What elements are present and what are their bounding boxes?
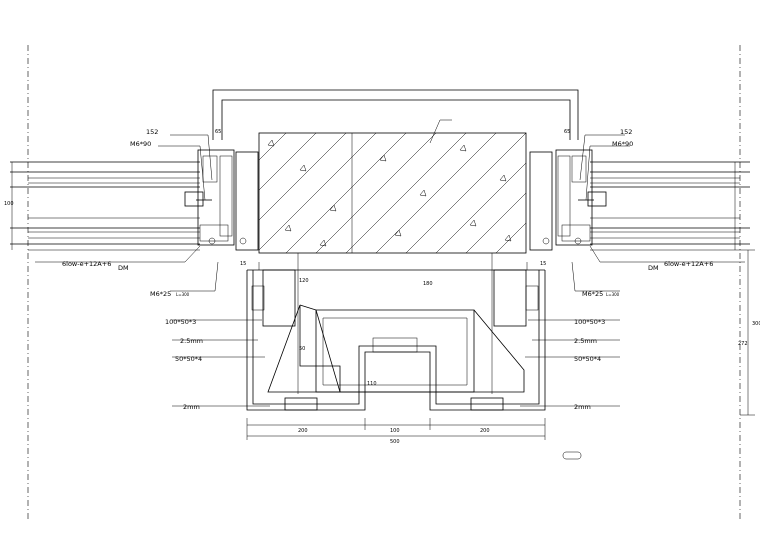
concrete-column (258, 119, 527, 254)
dim-300-right: 300 (752, 321, 760, 327)
dim-500-total: 500 (390, 439, 400, 445)
drawing-tag-bubble (562, 451, 582, 460)
label-dm-right: DM (648, 264, 659, 272)
dim-200-left: 200 (298, 428, 308, 434)
label-152-right: 152 (620, 128, 632, 136)
steel-box-frame (246, 253, 546, 411)
label-steel-50-left: 50*50*4 (175, 355, 202, 363)
label-alu-25-right: 2.5mm (574, 337, 597, 345)
dim-15-right: 15 (540, 261, 546, 267)
label-m6x25-note-left: L=300 (176, 292, 190, 297)
dim-272-right: 272 (738, 341, 748, 347)
dim-100-center: 100 (390, 428, 400, 434)
label-152-left: 152 (146, 128, 158, 136)
label-steel-50-right: 50*50*4 (574, 355, 601, 363)
label-steel-100-left: 100*50*3 (165, 318, 196, 326)
bottom-dimensions (246, 418, 546, 440)
right-aluminium-profile (529, 149, 607, 251)
dim-65-left: 65 (215, 129, 221, 135)
label-alu-25-left: 2.5mm (180, 337, 203, 345)
label-plate-2mm-right: 2mm (574, 403, 591, 411)
label-m6x90-right: M6*90 (612, 140, 633, 148)
dim-110: 110 (367, 381, 377, 387)
left-aluminium-profile (184, 149, 259, 251)
label-m6x25-left: M6*25 (150, 290, 171, 298)
dim-50: 50 (299, 346, 305, 352)
label-glass-left: 6low-e+12A+6 (62, 260, 111, 268)
top-cap (212, 89, 579, 140)
dim-65-right: 65 (564, 129, 570, 135)
dim-180: 180 (423, 281, 433, 287)
left-frame-lines (10, 161, 200, 251)
dim-100-left-vertical: 100 (4, 201, 14, 207)
label-steel-100-right: 100*50*3 (574, 318, 605, 326)
dim-15-left: 15 (240, 261, 246, 267)
label-m6x25-note-right: L=300 (606, 292, 620, 297)
label-dm-left: DM (118, 264, 129, 272)
label-plate-2mm-left: 2mm (183, 403, 200, 411)
label-glass-right: 6low-e+12A+6 (664, 260, 713, 268)
dim-120: 120 (299, 278, 309, 284)
right-frame-lines (590, 161, 750, 251)
label-m6x90-left: M6*90 (130, 140, 151, 148)
leader-lines (35, 134, 745, 407)
label-m6x25-right: M6*25 (582, 290, 603, 298)
dim-200-right: 200 (480, 428, 490, 434)
right-vertical-dimensions (11, 162, 755, 416)
